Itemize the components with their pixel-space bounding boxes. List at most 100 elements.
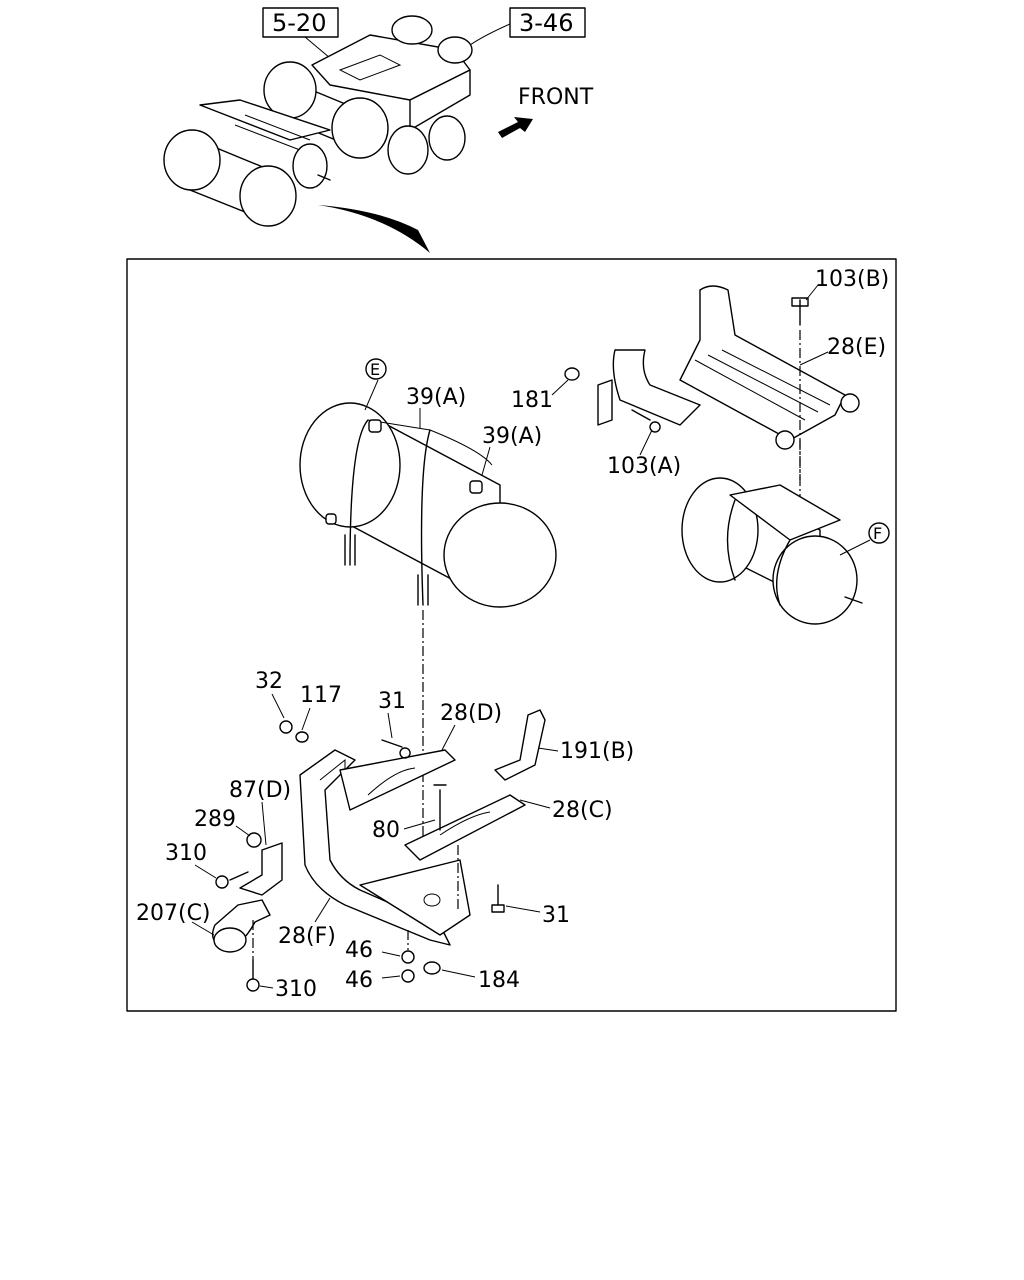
small-strap-2 [775, 539, 791, 606]
leader-103b [805, 284, 819, 301]
ref-box-right [509, 7, 586, 38]
bracket-28d-curve [367, 767, 416, 796]
nut-32 [279, 720, 293, 734]
battery-box-panel [338, 54, 402, 81]
callout-310-top: 310 [165, 841, 207, 866]
callout-39a-1: 39(A) [406, 385, 466, 410]
leader-289 [235, 825, 251, 837]
frame-rail-1 [244, 114, 311, 141]
bolt-103b [791, 297, 809, 326]
strap-thread-front [417, 574, 429, 606]
small-tank-3 [292, 143, 328, 189]
callout-184: 184 [478, 968, 520, 993]
leader-103a [639, 429, 653, 456]
bolt-31-top [381, 739, 411, 759]
bracket-tube-end [840, 393, 860, 413]
small-tank-rear [681, 477, 759, 583]
ref-leader-left [304, 36, 331, 59]
bolt-31-bottom [491, 884, 505, 913]
marker-e: E [370, 360, 380, 379]
plate-hole [423, 893, 441, 907]
small-tank-front [772, 535, 858, 625]
leader-46-bottom [381, 975, 401, 979]
bolt-80 [433, 784, 447, 831]
leader-28e [799, 351, 829, 366]
leader-31-top [387, 712, 393, 739]
leader-80 [403, 819, 436, 830]
callout-28e: 28(E) [827, 335, 886, 360]
callout-181: 181 [511, 388, 553, 413]
callout-191b: 191(B) [560, 739, 634, 764]
strap-rear [349, 419, 369, 566]
bolt-310-bottom-head [246, 978, 260, 992]
bracket-frame [679, 285, 846, 441]
front-tank-rear [163, 129, 221, 191]
frame-rail-2 [234, 124, 301, 151]
nut-46-top [401, 950, 415, 964]
battery-box-side [409, 69, 471, 131]
tank-fitting-1 [368, 419, 382, 433]
upper-bracket-assembly [564, 285, 860, 520]
callout-80: 80 [372, 818, 400, 843]
callout-46-bottom: 46 [345, 968, 373, 993]
strap-band-front [429, 429, 493, 466]
callout-117: 117 [300, 683, 342, 708]
leader-310-bottom [259, 985, 274, 989]
callout-31-top: 31 [378, 689, 406, 714]
bracket-28f-edge [319, 758, 346, 781]
marker-f: F [873, 524, 882, 543]
leader-31-bottom [505, 905, 541, 913]
marker-f-leader [839, 539, 871, 556]
small-tank-2 [428, 115, 466, 161]
bolt-310-top [229, 871, 249, 881]
air-tank-top [391, 15, 433, 45]
leader-28c [519, 799, 551, 809]
bracket-28d [339, 749, 456, 811]
vehicle-overview: 5-20 3-46 FRONT [163, 7, 594, 253]
fitting-stub [317, 174, 331, 181]
ref-label-right: 3-46 [519, 9, 573, 37]
leader-207c [191, 921, 215, 936]
detail-arrow-icon [318, 205, 430, 253]
callout-103b: 103(B) [815, 267, 889, 292]
bracket-pipe-left [612, 349, 701, 426]
washer-117 [295, 731, 309, 743]
mounting-plate [597, 379, 613, 426]
callout-28c: 28(C) [552, 798, 613, 823]
small-strap-1 [726, 499, 736, 581]
marker-f-circle [868, 522, 890, 544]
marker-e-circle [365, 358, 387, 380]
leader-28d [441, 724, 456, 751]
callout-labels: 103(B) 28(E) 181 103(A) 39(A) 39(A) 32 1… [136, 267, 889, 1002]
callout-289: 289 [194, 807, 236, 832]
ref-leader-right [469, 23, 511, 46]
leader-191b [537, 747, 559, 752]
front-label: FRONT [518, 85, 594, 110]
front-tank-front [239, 165, 297, 227]
leader-181 [551, 379, 569, 396]
small-tank-saddle [729, 484, 841, 541]
lower-bracket-assembly [212, 709, 546, 992]
bracket-87d [239, 842, 283, 896]
callout-103a: 103(A) [607, 454, 681, 479]
middle-tank-rear [263, 61, 317, 119]
callout-87d: 87(D) [229, 778, 291, 803]
strap-191b [494, 709, 546, 781]
air-tank-right [437, 36, 473, 64]
leader-39a-2 [481, 446, 491, 476]
ref-box-left [262, 7, 339, 38]
callout-207c: 207(C) [136, 901, 211, 926]
small-tank-nozzle [844, 596, 863, 604]
strap-front [420, 429, 431, 606]
tank-fitting-2 [469, 480, 483, 494]
callout-32: 32 [255, 669, 283, 694]
marker-e-leader [364, 379, 379, 411]
callout-46-top: 46 [345, 938, 373, 963]
leader-310-top [194, 864, 217, 879]
bracket-rib-1 [694, 359, 806, 421]
callout-39a-2: 39(A) [482, 424, 542, 449]
ref-label-left: 5-20 [272, 9, 326, 37]
callout-28d: 28(D) [440, 701, 502, 726]
leader-28f [314, 897, 331, 923]
